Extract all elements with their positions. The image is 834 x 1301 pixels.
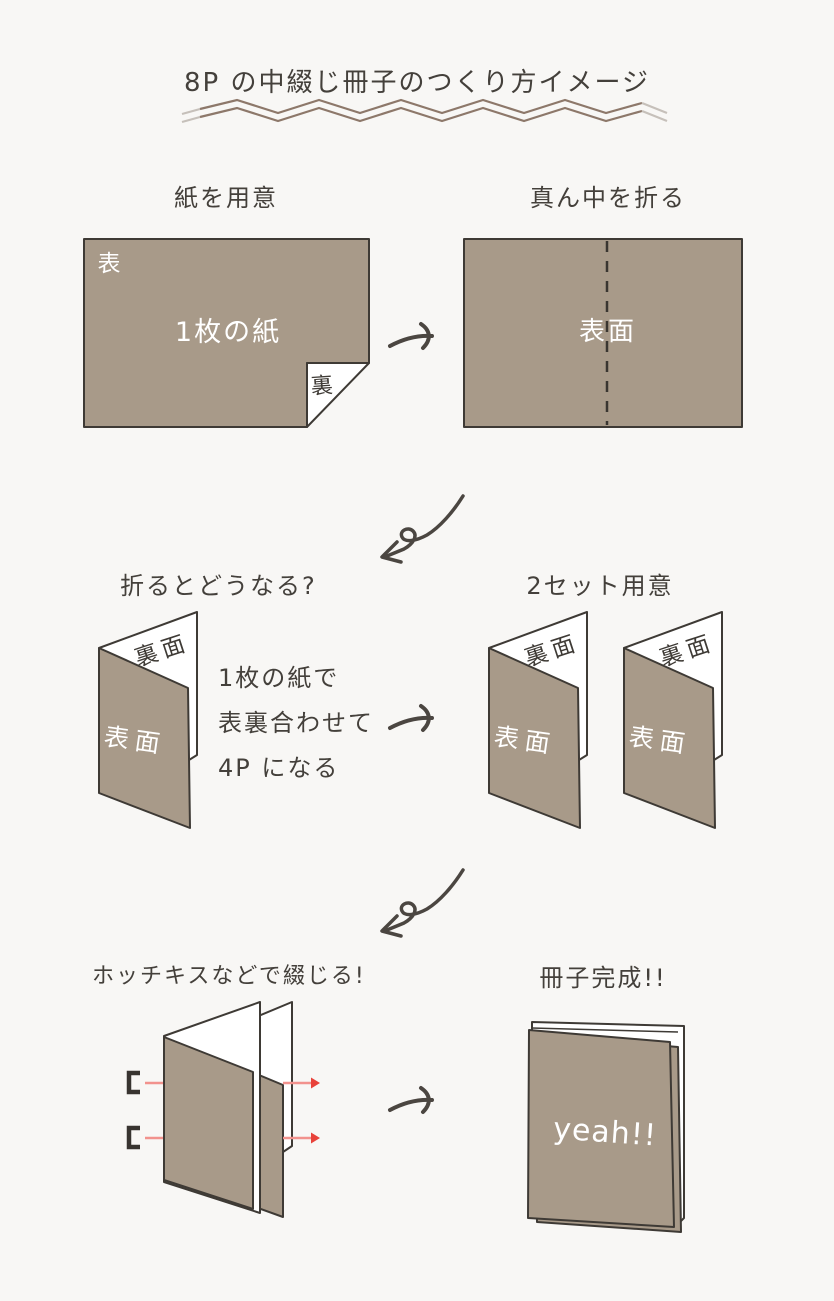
arrow-right-icon (388, 322, 434, 350)
sheet-label: 1枚の紙 (175, 317, 281, 348)
step-done-label: 冊子完成!! (539, 964, 667, 992)
folded-sheet-illustration (98, 611, 198, 829)
arrow-right-icon (388, 704, 434, 732)
staple-arrowhead (311, 1077, 320, 1089)
swoosh-arrow-icon (380, 494, 465, 564)
staple-icon (126, 1070, 140, 1095)
page-edge-line (531, 1027, 679, 1033)
finished-booklet-illustration: yeah!! (527, 1021, 685, 1233)
note-line-3: 4P になる (218, 754, 340, 782)
center-fold-illustration: 表面 (463, 238, 743, 428)
stapled-booklet-illustration (126, 1001, 320, 1218)
booklet-front-cover (527, 1029, 675, 1228)
fold-sheet (463, 238, 743, 428)
result-note: 1枚の紙で 表裏合わせて 4P になる (218, 656, 374, 791)
folded-sheet-set1 (488, 611, 588, 829)
folded-sheet-set2 (623, 611, 723, 829)
outer-front-cover (163, 1036, 254, 1210)
page-title: 8P の中綴じ冊子のつくり方イメージ (184, 68, 650, 98)
zigzag-divider (181, 98, 668, 124)
cover-cheer-text: yeah!! (552, 1111, 658, 1153)
flat-sheet-folded-corner (306, 362, 370, 428)
flat-sheet-illustration: 表 1枚の紙 裏 (83, 238, 370, 428)
note-line-2: 表裏合わせて (218, 709, 374, 737)
step-fold-label: 真ん中を折る (530, 184, 686, 212)
front-side-label: 表 (98, 251, 121, 277)
staple-icon (126, 1125, 140, 1150)
step-result-label: 折るとどうなる? (120, 572, 317, 600)
back-side-label: 裏 (310, 373, 334, 399)
note-line-1: 1枚の紙で (218, 664, 340, 692)
arrow-right-icon (388, 1086, 434, 1114)
step-staple-label: ホッチキスなどで綴じる! (92, 964, 366, 989)
staple-arrowhead (311, 1132, 320, 1144)
swoosh-arrow-icon (380, 868, 465, 938)
step-prepare-label: 紙を用意 (174, 184, 278, 212)
step-two-sets-label: 2セット用意 (526, 572, 674, 600)
face-label: 表面 (579, 317, 637, 347)
